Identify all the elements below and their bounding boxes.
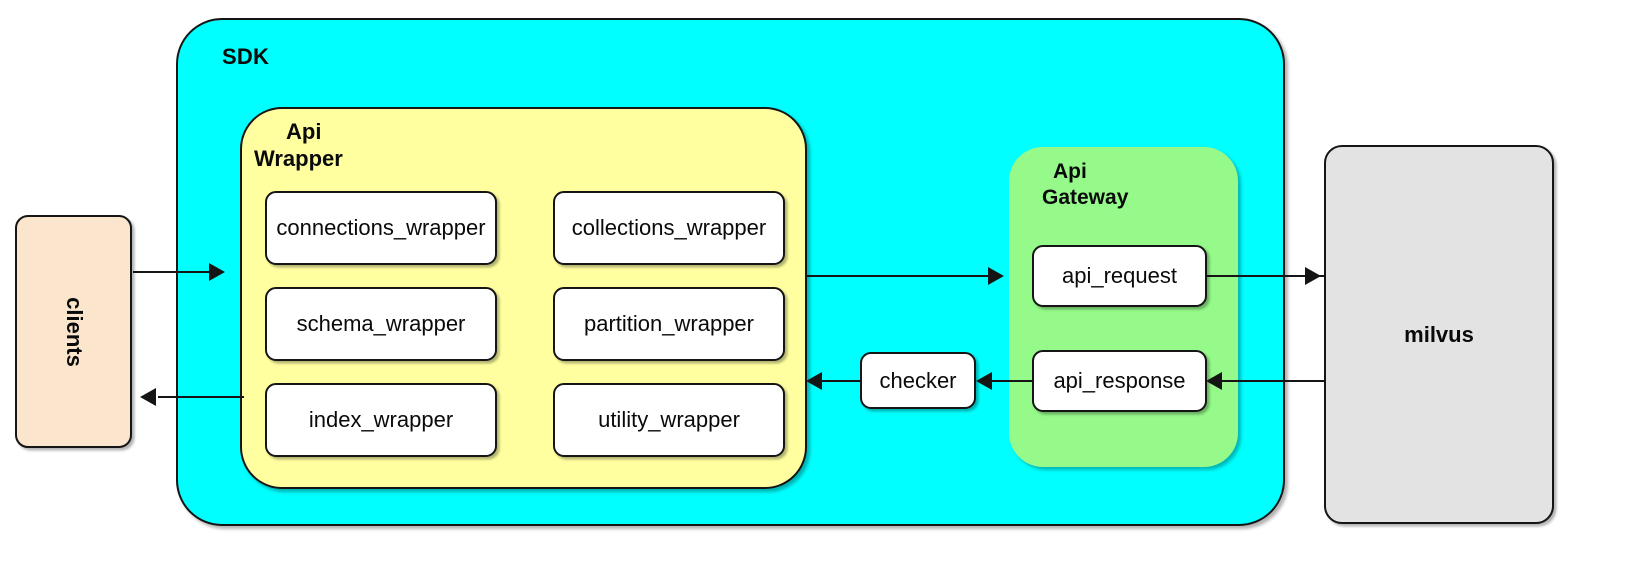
- edge-api-request-to-milvus: [1206, 275, 1324, 277]
- node-connections-wrapper[interactable]: connections_wrapper: [265, 191, 497, 265]
- arrowhead-sdk-to-clients-icon: [140, 388, 156, 406]
- milvus-node[interactable]: milvus: [1324, 145, 1554, 524]
- api-wrapper-title-line1: Api: [286, 119, 322, 144]
- edge-clients-to-sdk: [133, 271, 223, 273]
- node-api-response[interactable]: api_response: [1032, 350, 1207, 412]
- edge-sdk-to-clients: [158, 396, 244, 398]
- arrowhead-api-request-to-milvus-icon: [1305, 267, 1321, 285]
- arrowhead-api-wrapper-to-api-gateway-icon: [988, 267, 1004, 285]
- edge-milvus-to-api-response: [1208, 380, 1324, 382]
- node-schema-wrapper[interactable]: schema_wrapper: [265, 287, 497, 361]
- node-partition-wrapper[interactable]: partition_wrapper: [553, 287, 785, 361]
- api-wrapper-title: Api Wrapper: [254, 119, 446, 173]
- arrowhead-checker-to-api-wrapper-icon: [806, 372, 822, 390]
- edge-api-wrapper-to-api-gateway: [806, 275, 1002, 277]
- sdk-title: SDK: [222, 44, 270, 69]
- node-api-request[interactable]: api_request: [1032, 245, 1207, 307]
- clients-label: clients: [61, 296, 87, 367]
- arrowhead-milvus-to-api-response-icon: [1206, 372, 1222, 390]
- api-gateway-title: Api Gateway: [1042, 159, 1203, 212]
- api-gateway-title-line2: Gateway: [1042, 186, 1129, 210]
- node-utility-wrapper[interactable]: utility_wrapper: [553, 383, 785, 457]
- edge-api-response-to-checker: [978, 380, 1034, 382]
- edge-checker-to-api-wrapper: [808, 380, 862, 382]
- node-checker[interactable]: checker: [860, 352, 976, 409]
- api-gateway-container[interactable]: Api Gateway: [1009, 147, 1238, 467]
- node-collections-wrapper[interactable]: collections_wrapper: [553, 191, 785, 265]
- arrowhead-api-response-to-checker-icon: [976, 372, 992, 390]
- api-wrapper-title-line2: Wrapper: [254, 145, 343, 171]
- api-gateway-title-line1: Api: [1053, 160, 1087, 183]
- arrowhead-clients-to-sdk-icon: [209, 263, 225, 281]
- node-index-wrapper[interactable]: index_wrapper: [265, 383, 497, 457]
- clients-node[interactable]: clients: [15, 215, 132, 448]
